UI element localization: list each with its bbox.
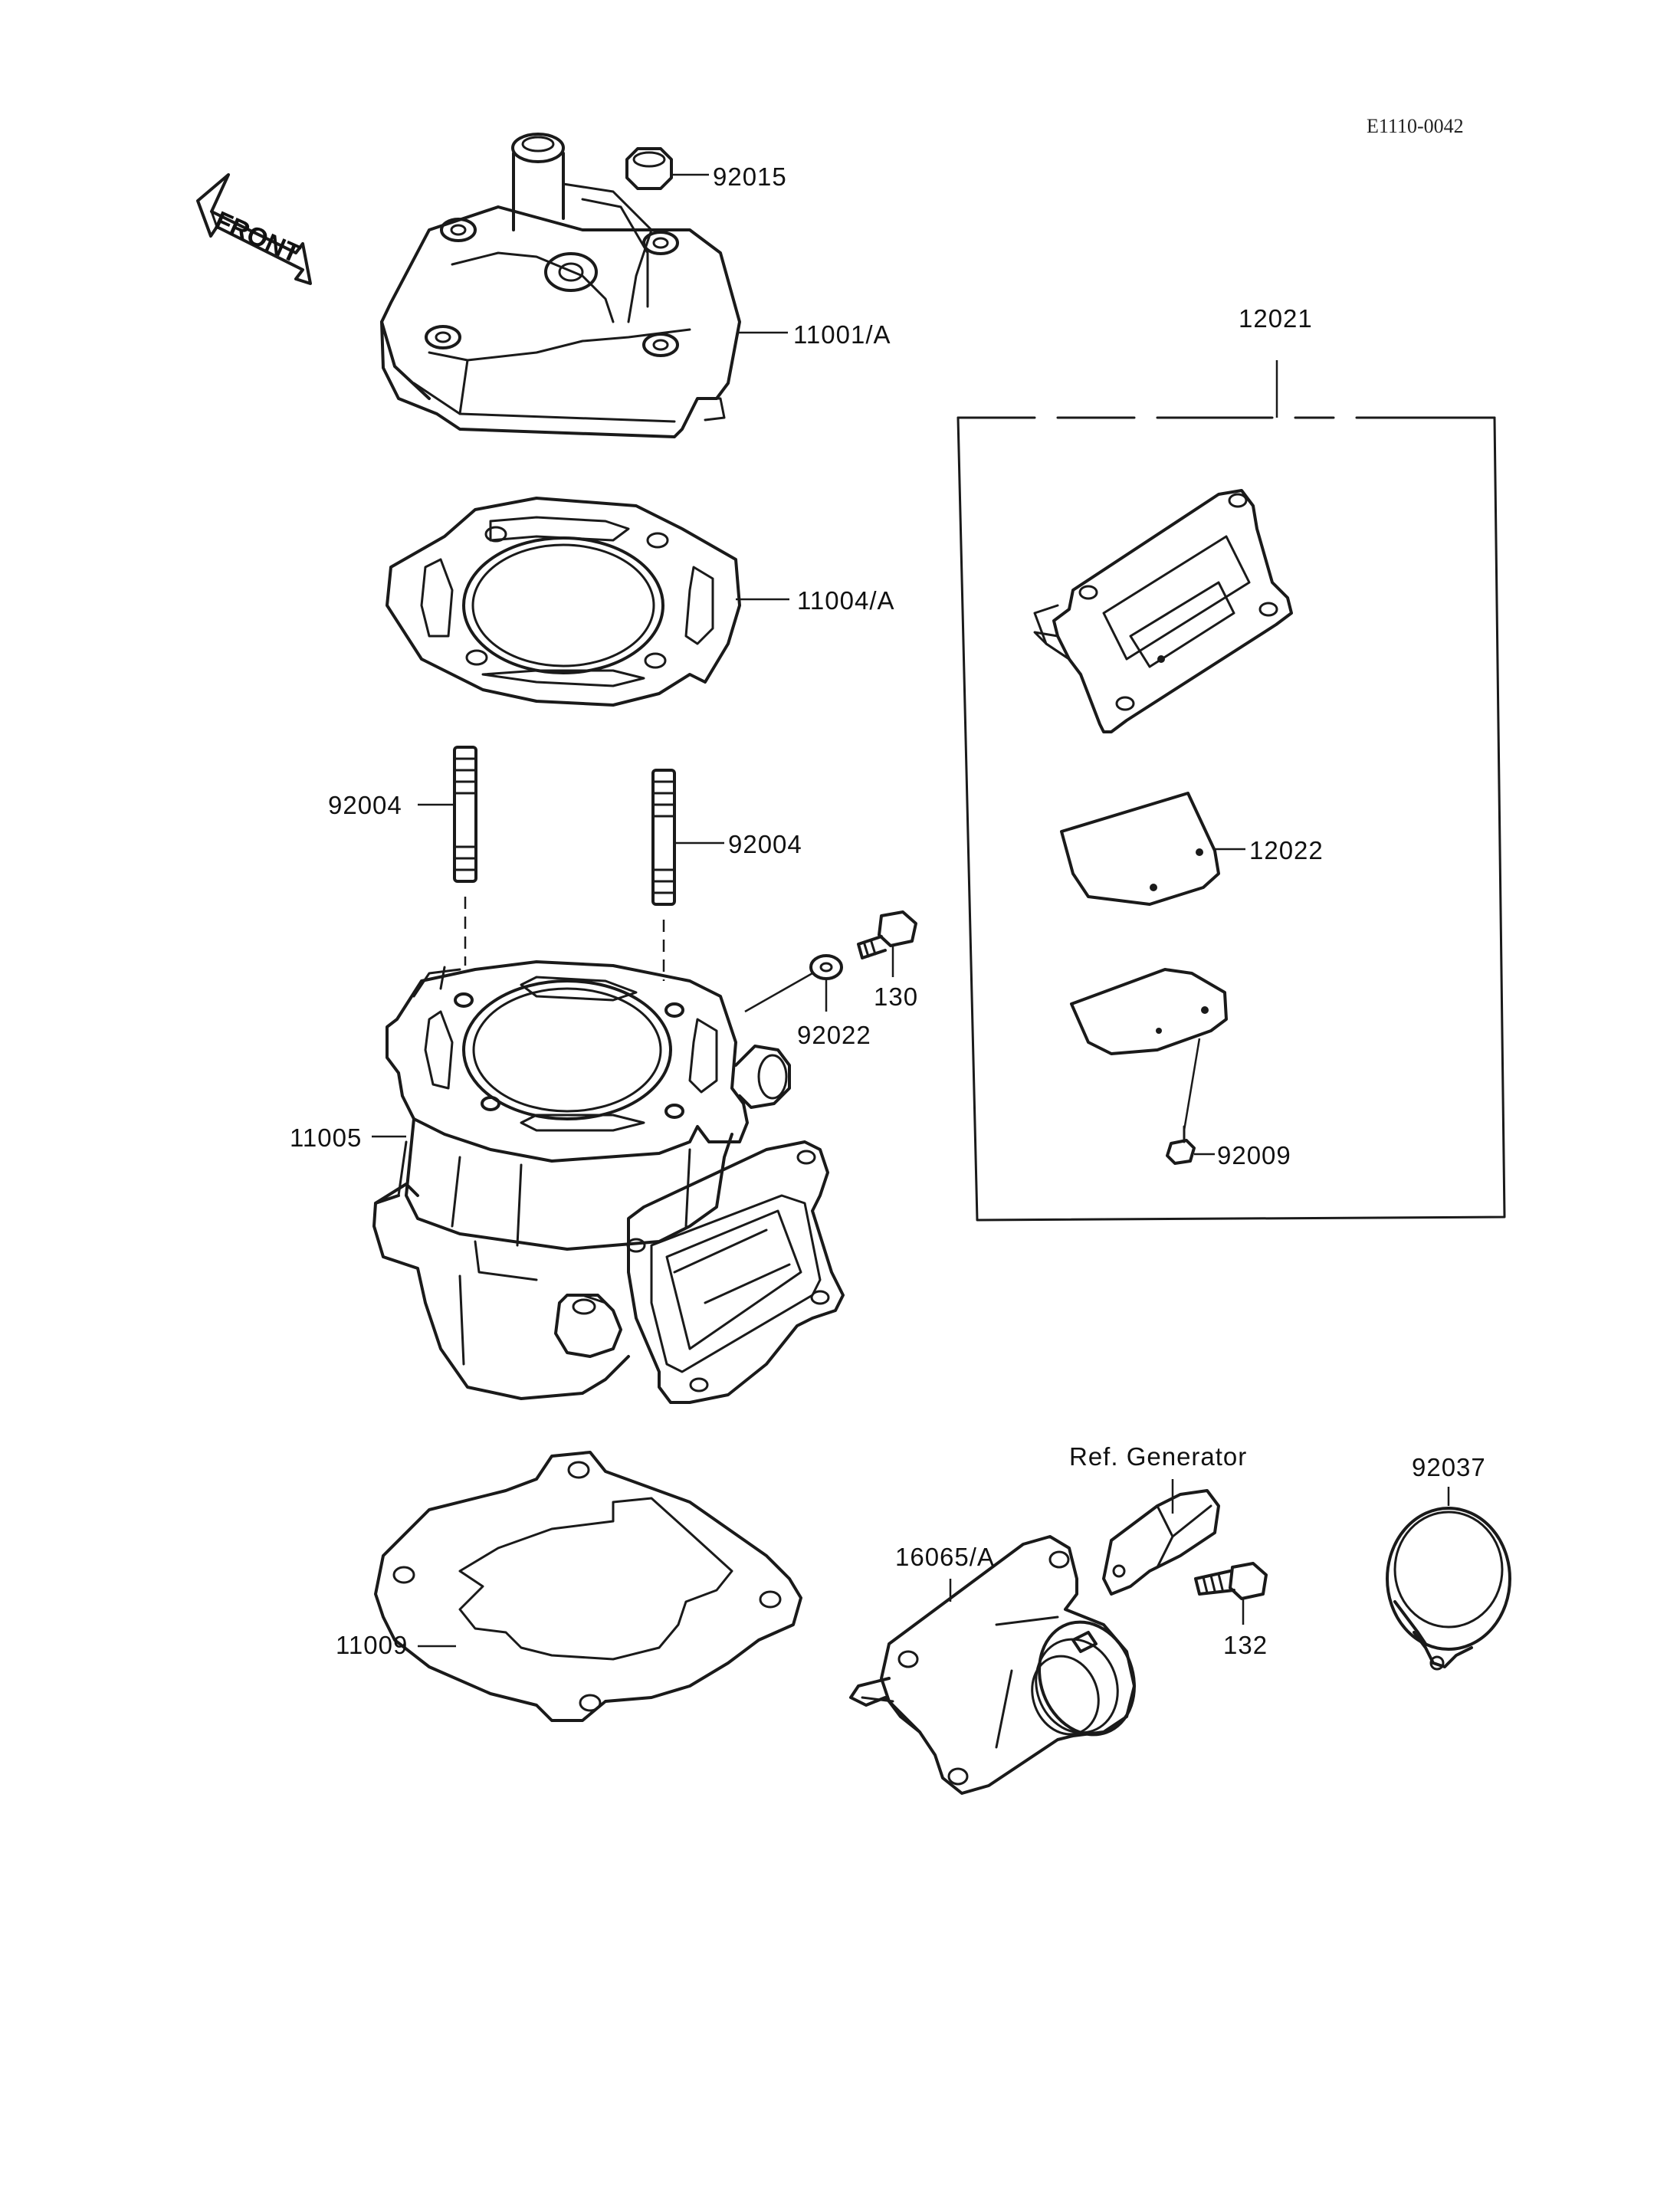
- cylinder-part: 11005: [290, 960, 845, 1404]
- bolt-130-part: 130: [857, 910, 918, 1011]
- stud-right-part: 92004: [651, 769, 802, 981]
- head-gasket-part: 11004/A: [386, 497, 895, 707]
- washer-part: 92022: [744, 954, 871, 1049]
- callout-bolt-132: 132: [1223, 1631, 1268, 1659]
- reed-valve-assy-group: 12021 12022 92009: [956, 304, 1506, 1222]
- front-label: FRONT: [211, 206, 305, 269]
- reed-petal-part: 12022: [1060, 792, 1324, 906]
- callout-stud-left: 92004: [328, 791, 402, 819]
- callout-head-gasket: 11004/A: [797, 586, 895, 615]
- callout-bolt-130: 130: [874, 982, 918, 1011]
- base-gasket-part: 11009: [336, 1451, 802, 1722]
- intake-manifold-part: 16065/A: [849, 1535, 1136, 1795]
- callout-reed-screw: 92009: [1217, 1141, 1291, 1169]
- callout-intake-manifold: 16065/A: [895, 1543, 995, 1571]
- bolt-132-part: 132: [1194, 1562, 1268, 1659]
- front-arrow-icon: FRONT: [196, 173, 312, 285]
- callout-base-gasket: 11009: [336, 1631, 408, 1659]
- callout-ref-generator: Ref. Generator: [1069, 1442, 1247, 1471]
- callout-washer: 92022: [797, 1021, 871, 1049]
- callout-stud-right: 92004: [728, 830, 802, 858]
- reed-stopper-part: 92009: [1070, 968, 1291, 1169]
- callout-reed-petal: 12022: [1249, 836, 1324, 864]
- hose-clamp-part: 92037: [1386, 1453, 1511, 1671]
- stud-left-part: 92004: [328, 746, 477, 966]
- ref-generator-part: Ref. Generator: [1069, 1442, 1247, 1596]
- callout-hose-clamp: 92037: [1412, 1453, 1486, 1481]
- callout-cylinder: 11005: [290, 1123, 362, 1152]
- callout-cylinder-head: 11001/A: [793, 320, 891, 349]
- reference-code: E1110-0042: [1367, 115, 1464, 137]
- callout-reed-valve-assy: 12021: [1239, 304, 1313, 333]
- cylinder-head-part: 11001/A: [380, 133, 891, 438]
- cap-nut-part: 92015: [625, 147, 787, 191]
- callout-cap-nut: 92015: [713, 162, 787, 191]
